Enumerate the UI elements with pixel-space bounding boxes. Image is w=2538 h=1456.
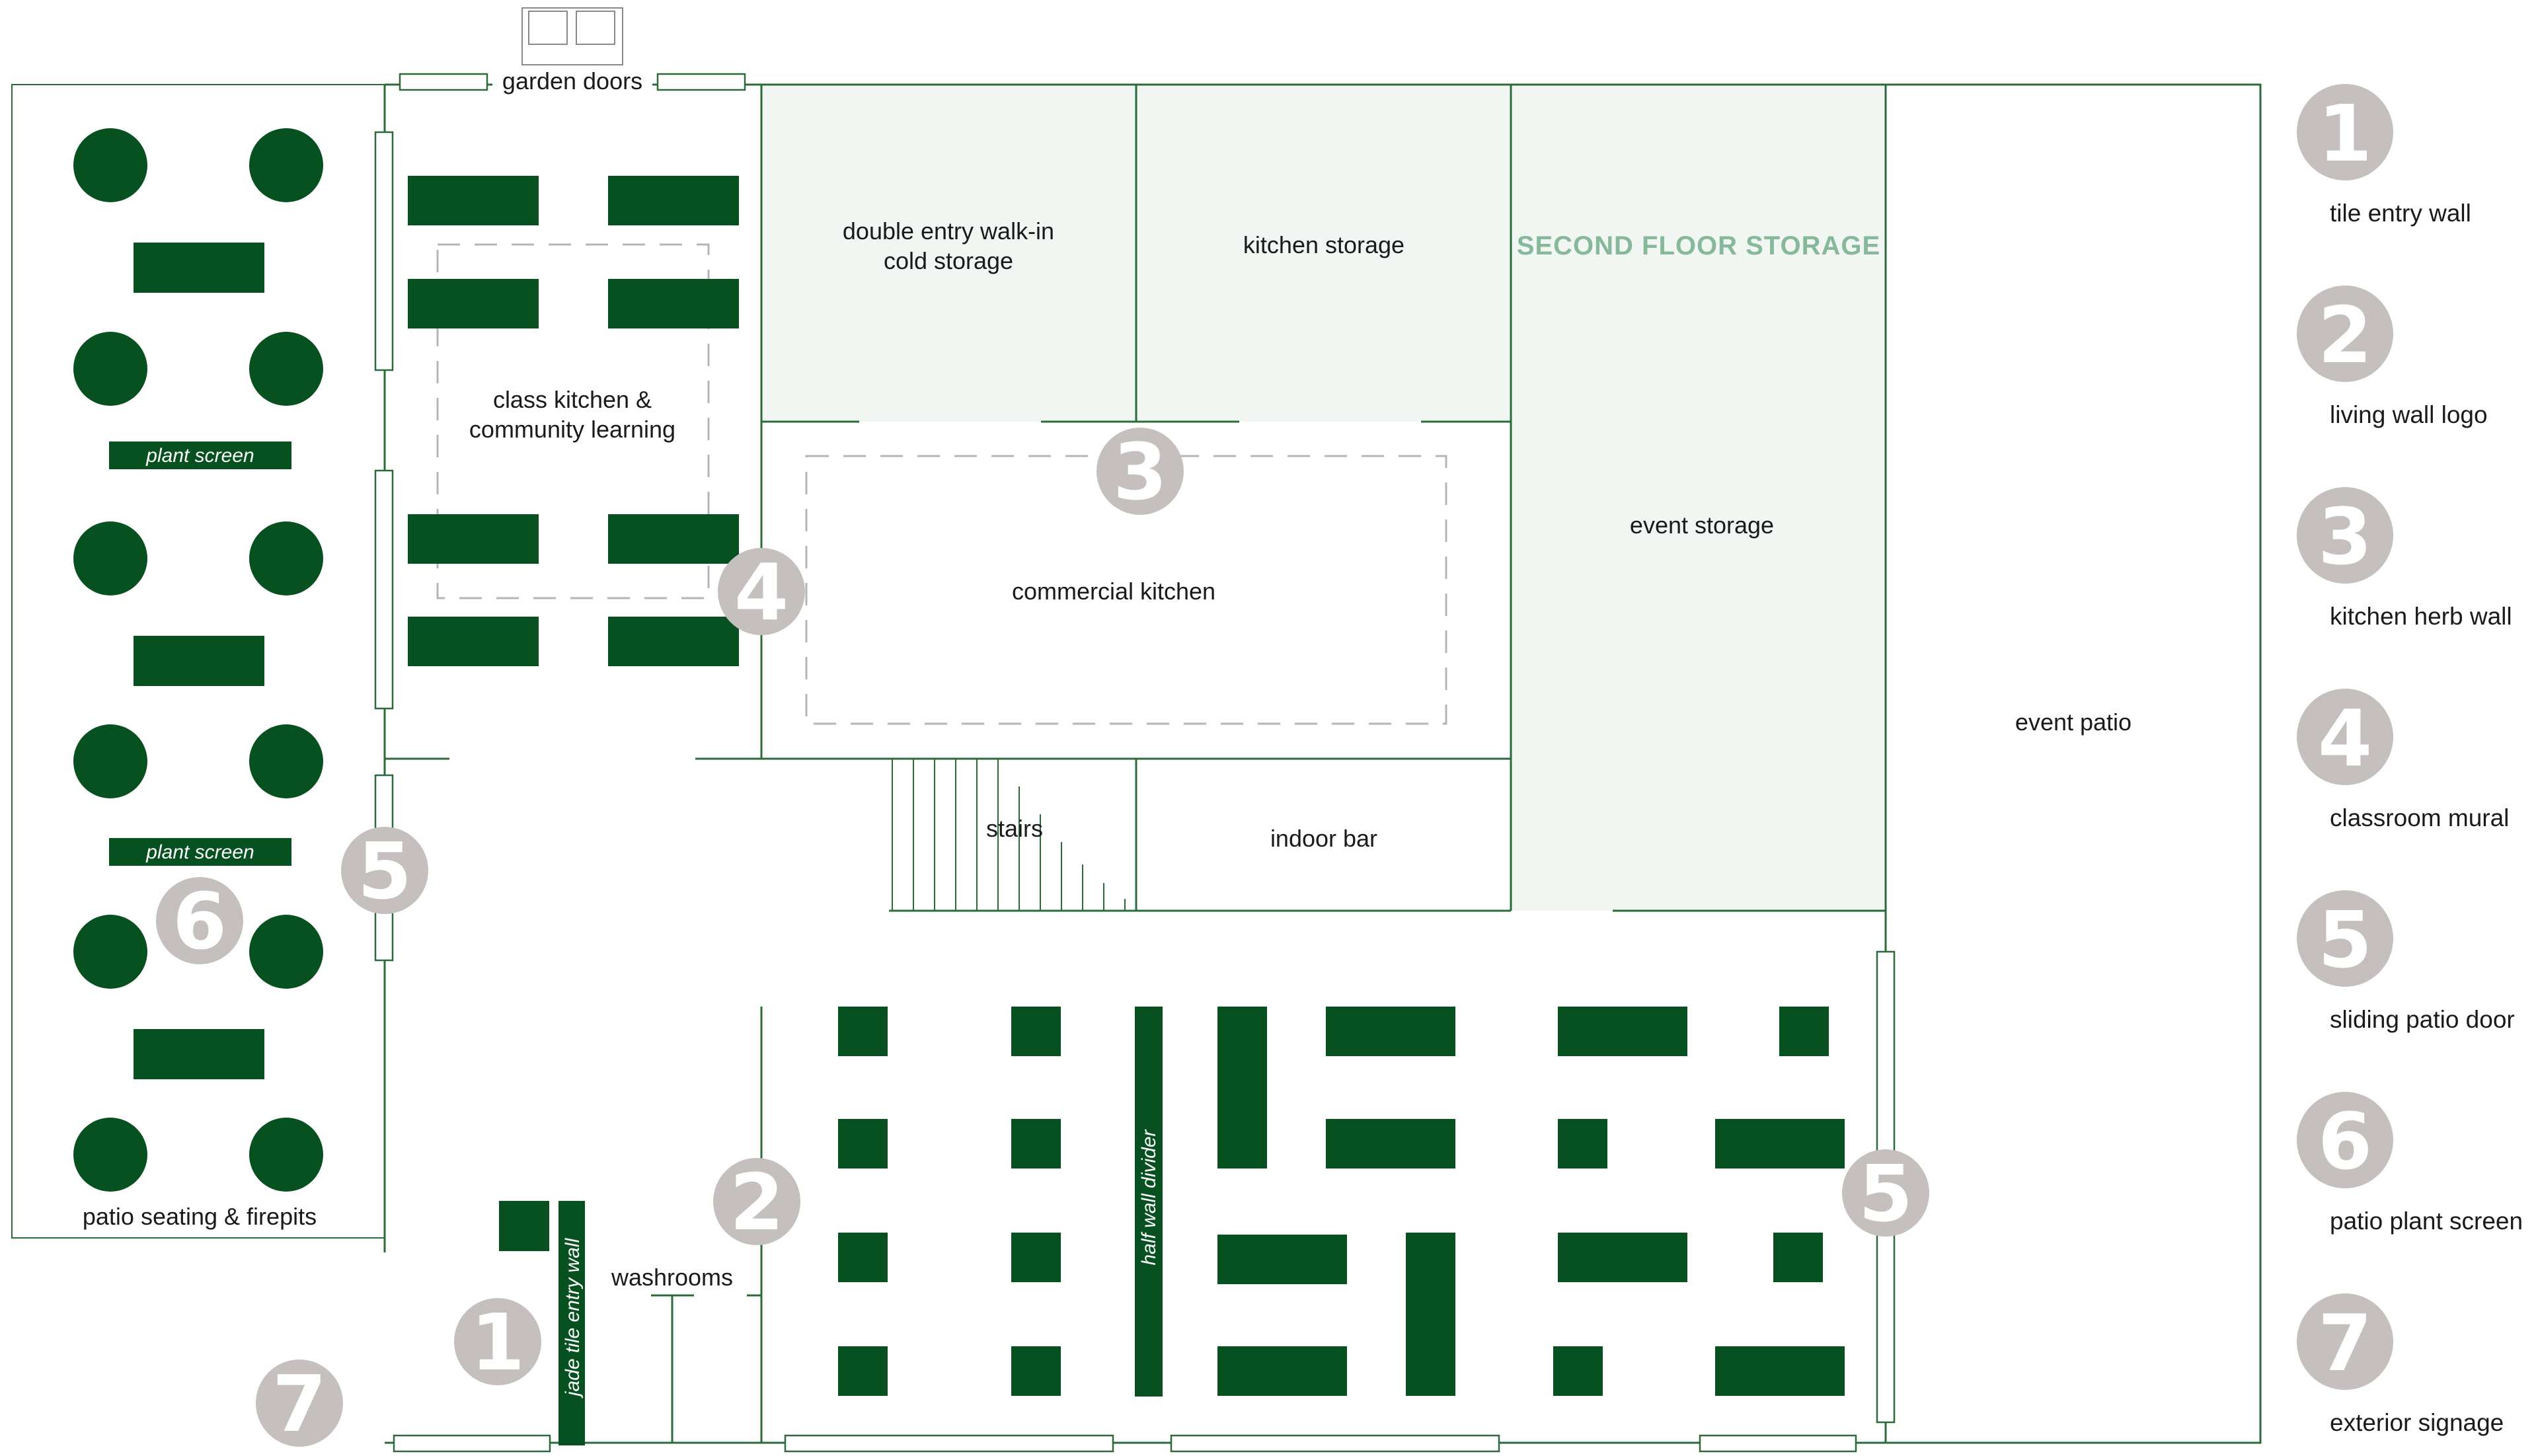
- legend-label-4: classroom mural: [2330, 804, 2509, 831]
- marker-6[interactable]: 6: [156, 876, 243, 967]
- legend-marker-1: [2297, 84, 2393, 180]
- jade-tile-wall: [558, 1201, 585, 1445]
- legend-label-1: tile entry wall: [2330, 200, 2471, 227]
- half-wall-label: half wall divider: [1138, 1129, 1160, 1265]
- legend-label-7: exterior signage: [2330, 1409, 2504, 1436]
- jade-tile-label: jade tile entry wall: [562, 1237, 584, 1399]
- legend-item-1: 1 tile entry wall: [2297, 84, 2471, 227]
- marker-4[interactable]: 4: [718, 547, 805, 638]
- svg-text:7: 7: [2318, 1297, 2372, 1389]
- class-kitchen-zone: [436, 243, 710, 599]
- marker-2[interactable]: 2: [713, 1157, 800, 1248]
- garden-label-bg: [492, 71, 652, 94]
- plant-screen-bottom-label: plant screen: [145, 841, 254, 863]
- legend-label-5: sliding patio door: [2330, 1006, 2515, 1033]
- stairs-label: stairs: [986, 815, 1043, 842]
- svg-text:1: 1: [2318, 88, 2372, 179]
- legend-item-7: 7 exterior signage: [2297, 1293, 2504, 1436]
- commercial-kitchen-zone: [805, 455, 1447, 725]
- walk-in-label-2: cold storage: [884, 247, 1013, 274]
- walk-in-area: [761, 85, 1136, 422]
- half-wall-divider: [1135, 1007, 1163, 1397]
- event-patio-label: event patio: [2015, 709, 2132, 736]
- legend-marker-5: [2297, 890, 2393, 987]
- patio-furniture: [73, 128, 323, 1192]
- legend-marker-7: [2297, 1293, 2393, 1390]
- legend-item-5: 5 sliding patio door: [2297, 890, 2515, 1033]
- legend-label-3: kitchen herb wall: [2330, 603, 2512, 630]
- south-window-1: [393, 1434, 551, 1453]
- legend-marker-3: [2297, 487, 2393, 584]
- walk-in-label-1: double entry walk-in: [843, 217, 1054, 245]
- garden-window-right: [656, 73, 746, 91]
- patio-seating-label: patio seating & firepits: [83, 1203, 317, 1230]
- svg-text:2: 2: [2318, 289, 2372, 381]
- svg-text:7: 7: [272, 1358, 327, 1449]
- legend: 1 tile entry wall 2 living wall logo 3 k…: [2297, 84, 2523, 1436]
- legend-item-4: 4 classroom mural: [2297, 689, 2509, 831]
- svg-text:5: 5: [358, 825, 412, 917]
- second-floor-storage-area: [1511, 85, 1886, 911]
- legend-label-2: living wall logo: [2330, 401, 2488, 428]
- entry-bench: [499, 1201, 549, 1251]
- garden-doors[interactable]: [521, 7, 623, 65]
- svg-text:5: 5: [1859, 1148, 1913, 1239]
- legend-marker-2: [2297, 286, 2393, 382]
- svg-text:3: 3: [2318, 491, 2372, 582]
- garden-doors-label: garden doors: [502, 67, 642, 95]
- west-window-2: [374, 469, 394, 710]
- legend-item-2: 2 living wall logo: [2297, 286, 2488, 428]
- class-kitchen-label-1: class kitchen &: [493, 386, 652, 413]
- svg-text:4: 4: [2318, 693, 2372, 784]
- legend-item-3: 3 kitchen herb wall: [2297, 487, 2512, 630]
- south-window-2: [784, 1434, 1114, 1453]
- commercial-kitchen-label: commercial kitchen: [1012, 578, 1215, 605]
- legend-item-6: 6 patio plant screen: [2297, 1092, 2523, 1235]
- legend-label-6: patio plant screen: [2330, 1207, 2523, 1235]
- dining-tables: [838, 1007, 1845, 1396]
- marker-7[interactable]: 7: [256, 1358, 343, 1449]
- west-window-1: [374, 131, 394, 371]
- south-window-4: [1699, 1434, 1857, 1453]
- marker-5-west[interactable]: 5: [341, 825, 428, 917]
- svg-text:3: 3: [1113, 426, 1167, 517]
- second-floor-storage-label: SECOND FLOOR STORAGE: [1517, 231, 1880, 260]
- marker-3[interactable]: 3: [1096, 426, 1184, 517]
- kitchen-storage-area: [1136, 85, 1511, 422]
- svg-text:1: 1: [471, 1297, 525, 1388]
- plant-screen-top: [109, 441, 291, 469]
- stairs-symbol: [889, 758, 1136, 911]
- plant-screen-bottom: [109, 838, 291, 866]
- patio-boundary: [11, 84, 385, 1239]
- indoor-bar-label: indoor bar: [1270, 825, 1377, 852]
- class-kitchen-label-2: community learning: [469, 416, 675, 443]
- event-storage-label: event storage: [1630, 512, 1774, 539]
- legend-marker-4: [2297, 689, 2393, 785]
- marker-5-east[interactable]: 5: [1842, 1148, 1929, 1239]
- svg-text:2: 2: [730, 1157, 784, 1248]
- legend-marker-6: [2297, 1092, 2393, 1188]
- svg-text:5: 5: [2318, 894, 2372, 985]
- south-window-3: [1170, 1434, 1500, 1453]
- svg-text:6: 6: [173, 876, 227, 967]
- garden-window-left: [399, 73, 488, 91]
- washrooms-label: washrooms: [611, 1264, 733, 1291]
- kitchen-storage-label: kitchen storage: [1243, 231, 1404, 258]
- marker-1[interactable]: 1: [454, 1297, 541, 1388]
- svg-text:6: 6: [2318, 1096, 2372, 1187]
- plant-screen-top-label: plant screen: [145, 445, 254, 467]
- class-kitchen-tables: [408, 176, 739, 666]
- svg-text:4: 4: [734, 547, 788, 638]
